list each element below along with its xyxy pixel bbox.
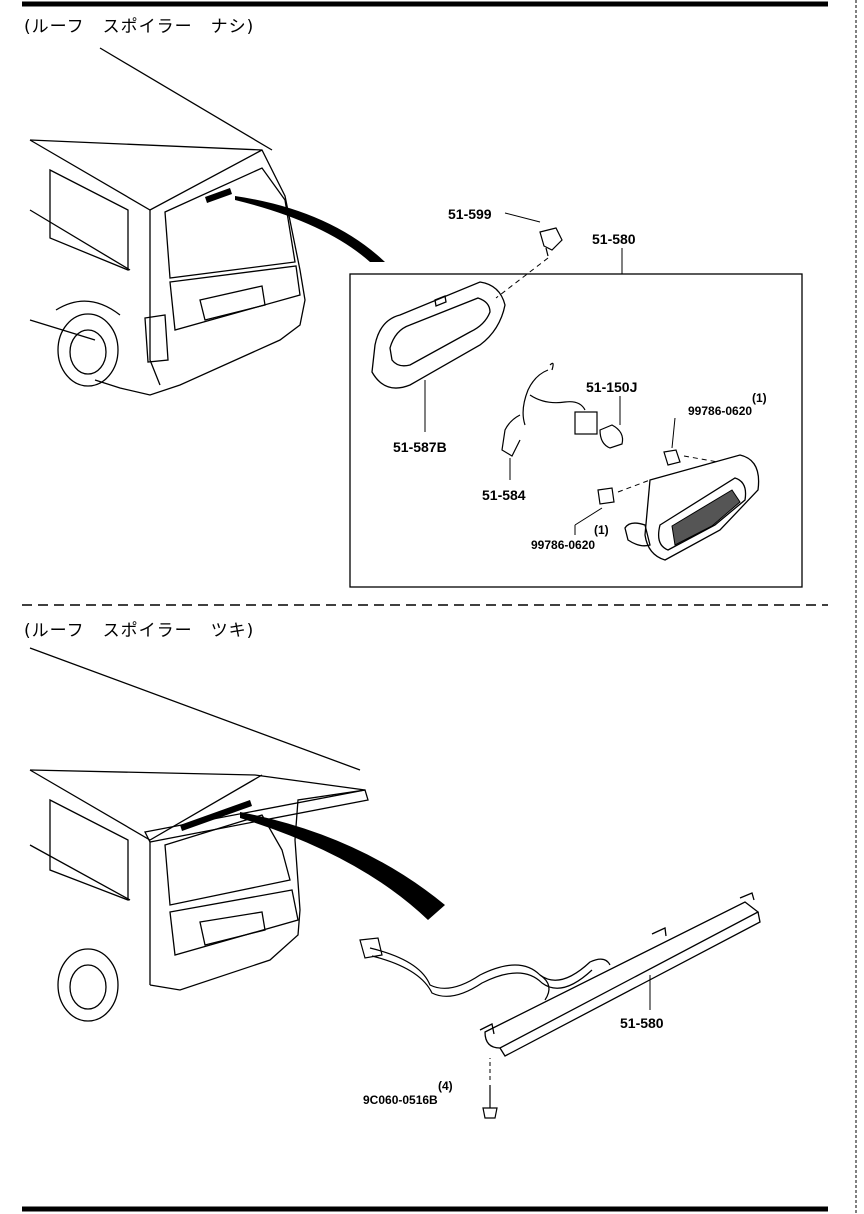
lamp-cover-51-587B [371, 281, 506, 389]
label-99786-0620-lower: 99786-0620 [531, 538, 595, 552]
qty-9C060-0516B: (4) [438, 1079, 453, 1093]
spoiler-lamp-51-580 [479, 892, 761, 1057]
label-9C060-0516B: 9C060-0516B [363, 1093, 438, 1107]
label-51-150J: 51-150J [586, 379, 637, 395]
label-51-599: 51-599 [448, 206, 492, 222]
label-51-580-top: 51-580 [592, 231, 636, 247]
lamp-body [624, 454, 760, 561]
qty-99786-0620-lower: (1) [594, 523, 609, 537]
high-mount-lamp-top-marker [205, 188, 232, 203]
section-title-no-spoiler: (ルーフ スポイラー ナシ) [24, 17, 255, 37]
label-99786-0620-upper: 99786-0620 [688, 404, 752, 418]
assembly-box-51-580 [349, 273, 803, 588]
vehicle-rear-view-top [29, 47, 306, 396]
screw-99786-0620-lower [597, 487, 615, 505]
high-mount-lamp-bottom-marker [180, 800, 252, 831]
screw-9C060-0516B [482, 1085, 498, 1119]
label-51-584: 51-584 [482, 487, 526, 503]
bulb-51-150J [599, 424, 624, 449]
vehicle-rear-view-bottom [29, 647, 369, 1022]
clip-51-599 [539, 227, 563, 257]
section-title-with-spoiler: (ルーフ スポイラー ツキ) [24, 621, 255, 641]
callout-arrow-bottom [240, 812, 445, 920]
label-51-580-bottom: 51-580 [620, 1015, 664, 1031]
qty-99786-0620-upper: (1) [752, 391, 767, 405]
screw-99786-0620-upper [663, 449, 681, 466]
lamp-lens-grid [671, 489, 741, 546]
label-51-587B: 51-587B [393, 439, 447, 455]
spoiler-lamp-harness [359, 937, 611, 1001]
callout-arrow-top [235, 196, 385, 262]
wire-harness-51-584 [501, 362, 598, 457]
